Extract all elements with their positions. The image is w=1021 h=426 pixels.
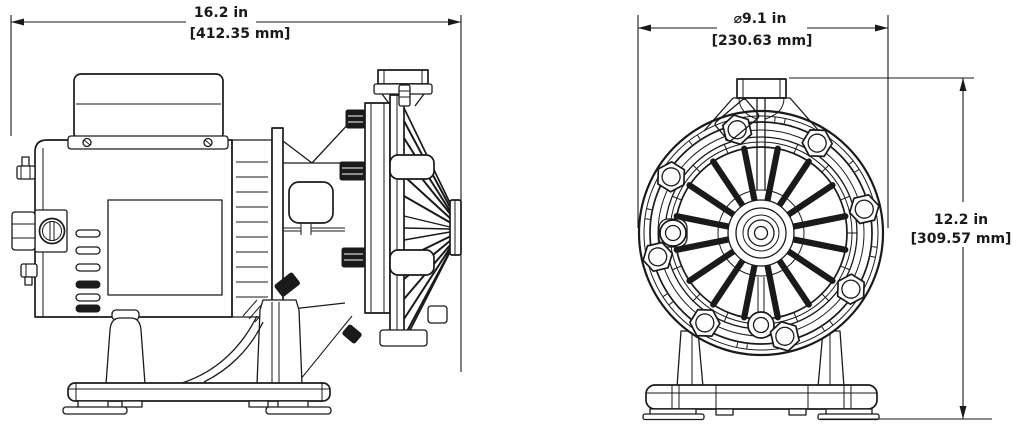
pump-pedestal	[181, 299, 303, 385]
height-dimension-mm: [309.57 mm]	[911, 231, 1012, 247]
vent-slots	[75, 229, 101, 313]
diameter-dimension-inches: ⌀9.1 in	[734, 11, 787, 27]
side-view	[11, 69, 462, 415]
casing-top-bolt	[398, 84, 411, 107]
bracket-window	[288, 181, 334, 224]
rib-band-ticks	[672, 144, 857, 322]
pump-flange-plate	[364, 102, 391, 314]
shaft-end-cap	[11, 156, 68, 286]
port-bracket-tab	[714, 98, 760, 142]
cover-spokes	[673, 145, 849, 321]
foot-pad	[642, 413, 705, 421]
bracket-bolt-angled	[274, 272, 300, 297]
flange-ticks	[644, 116, 878, 350]
bracket-bolt	[339, 161, 366, 181]
foot-pad	[265, 406, 332, 415]
casing-bolt-angled	[342, 324, 362, 344]
height-dimension: 12.2 in [309.57 mm]	[789, 77, 1012, 420]
mounting-bracket	[242, 109, 366, 381]
hex-shaft-cap	[11, 211, 36, 251]
height-dimension-inches: 12.2 in	[934, 212, 988, 228]
diameter-dimension-mm: [230.63 mm]	[712, 33, 813, 49]
width-dimension-inches: 16.2 in	[194, 5, 248, 21]
junction-box	[67, 73, 229, 150]
motor-nameplate	[107, 199, 223, 296]
width-dimension-mm: [412.35 mm]	[190, 26, 291, 42]
bracket-bolt	[345, 109, 366, 129]
motor-foot	[105, 309, 146, 385]
rear-bolt	[20, 263, 38, 278]
diameter-dimension: ⌀9.1 in [230.63 mm]	[637, 11, 889, 228]
fan-shroud	[231, 139, 273, 318]
cover-bolts	[642, 114, 880, 352]
port-side	[377, 69, 429, 85]
base-front	[642, 384, 880, 421]
cover-ribs-side	[403, 120, 452, 338]
cover-plug-left	[658, 218, 688, 248]
pump-casing-side	[342, 69, 462, 347]
slotted-plug	[38, 217, 66, 245]
base-side	[62, 382, 332, 415]
cover-hub	[727, 199, 795, 267]
width-dimension: 16.2 in [412.35 mm]	[10, 5, 462, 372]
rear-bolt	[16, 165, 36, 180]
clamp-lug	[389, 249, 435, 276]
clamp-lug	[389, 154, 435, 180]
front-view	[637, 78, 885, 421]
bracket-bolt	[341, 247, 366, 268]
inlet-port	[703, 78, 820, 312]
foot-pad	[62, 406, 128, 415]
rear-stud	[21, 156, 30, 167]
cover-plug-bottom	[747, 311, 775, 339]
casing-tab	[427, 305, 448, 324]
pump-cover	[637, 78, 885, 357]
